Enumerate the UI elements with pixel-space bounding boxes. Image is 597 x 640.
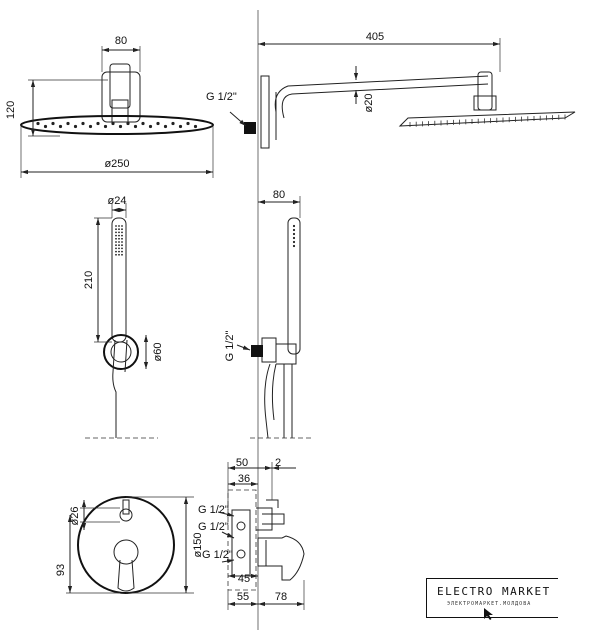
dim-60-holder: ø60 [152,343,164,362]
hand-nozzle-dot [121,228,123,231]
hand-nozzle-dot [118,234,120,237]
nozzle-dot [163,124,168,129]
hand-side-nozzle-dot [292,236,296,240]
hand-side-nozzle-dot [292,224,296,228]
hand-nozzle-dot [118,241,120,243]
hand-nozzle-dot [121,253,123,256]
mixer-side-view [217,462,305,610]
dim-45-mixer: 45 [238,573,250,585]
electro-market-logo: ELECTRO MARKET ЭЛЕКТРОМАРКЕТ.МОЛДОВА [426,578,558,620]
hand-nozzle-dot [118,228,120,231]
nozzle-dot [96,121,100,126]
nozzle-dot [88,124,93,129]
nozzle-dot [118,124,123,129]
dim-2-mixer: 2 [275,457,281,469]
dim-55-mixer: 55 [237,591,249,603]
hand-nozzle-dot [118,237,120,240]
thread-label-holder: G 1/2" [224,331,236,362]
nozzle-dot [156,121,160,126]
hand-nozzle-dot [118,247,120,250]
nozzle-dot [51,121,55,126]
nozzle-dot [111,121,115,126]
nozzle-dot [66,121,70,126]
hand-nozzle-dot [121,225,123,227]
nozzle-dot [36,121,40,126]
dim-24-hand: ø24 [108,195,127,207]
nozzle-dot [193,124,198,129]
hand-nozzle-dot [121,231,123,234]
nozzle-dot [126,121,130,126]
dim-20-arm: ø20 [363,94,375,113]
hand-side-nozzle-dot [292,244,296,248]
dim-36-mixer: 36 [238,473,250,485]
thread-label-mixer-bottom: G 1/2" [202,549,233,561]
hand-shower-front-view [85,203,158,439]
hand-nozzle-dot [115,237,117,240]
nozzle-dot [73,124,78,129]
nozzle-dot [141,121,145,126]
logo-title: ELECTRO MARKET [437,585,551,598]
hand-side-nozzle-dot [292,232,296,236]
hand-nozzle-dot [115,231,117,234]
hand-nozzle-dot [115,253,117,256]
dim-210-hand: 210 [83,271,95,289]
nozzle-dot [171,121,175,126]
nozzle-dot [133,124,138,129]
nozzle-dot [103,124,108,129]
dim-120-head: 120 [5,101,17,119]
dim-93-mixer: 93 [55,564,67,576]
nozzle-dot [43,124,48,129]
cursor-arrow-icon [484,608,493,620]
hand-nozzle-dot [118,253,120,256]
hand-nozzle-dot [121,250,123,253]
nozzle-dot [148,124,153,129]
hand-nozzle-dot [118,225,120,227]
mixer-front-view [66,496,194,594]
dim-80-head: 80 [115,35,127,47]
hand-nozzle-dot [121,241,123,243]
hand-side-nozzle-dot [292,240,296,244]
hand-nozzle-dot [115,234,117,237]
hand-nozzle-dot [118,231,120,234]
hand-nozzle-dot [121,237,123,240]
dim-405-arm: 405 [366,31,384,43]
hand-nozzle-dot [115,244,117,247]
thread-label-arm: G 1/2" [206,91,237,103]
hand-nozzle-dot [121,234,123,237]
hand-shower-side-view [236,196,312,439]
dim-50-mixer: 50 [236,457,248,469]
nozzle-dot [58,124,63,129]
dim-80-holder: 80 [273,189,285,201]
head-shower-front-view [20,46,214,178]
hand-nozzle-dot [118,250,120,253]
hand-nozzle-dot [115,228,117,231]
thread-label-mixer-top: G 1/2" [198,504,229,516]
dim-26-mixer: ø26 [69,507,81,526]
hand-nozzle-dot [115,247,117,250]
hand-side-nozzle-dot [292,228,296,232]
dim-150-mixer: ø150 [192,532,204,557]
dim-250-head: ø250 [104,158,129,170]
head-shower-side-view [229,38,576,149]
nozzle-dot [81,121,85,126]
nozzle-dot [178,124,183,129]
hand-nozzle-dot [121,247,123,250]
dim-78-mixer: 78 [275,591,287,603]
hand-nozzle-dot [121,244,123,247]
thread-label-mixer-middle: G 1/2" [198,521,229,533]
logo-subtitle: ЭЛЕКТРОМАРКЕТ.МОЛДОВА [447,601,532,607]
nozzle-dot [186,121,190,126]
hand-nozzle-dot [115,225,117,227]
hand-nozzle-dot [115,241,117,243]
hand-nozzle-dot [115,250,117,253]
hand-nozzle-dot [118,244,120,247]
